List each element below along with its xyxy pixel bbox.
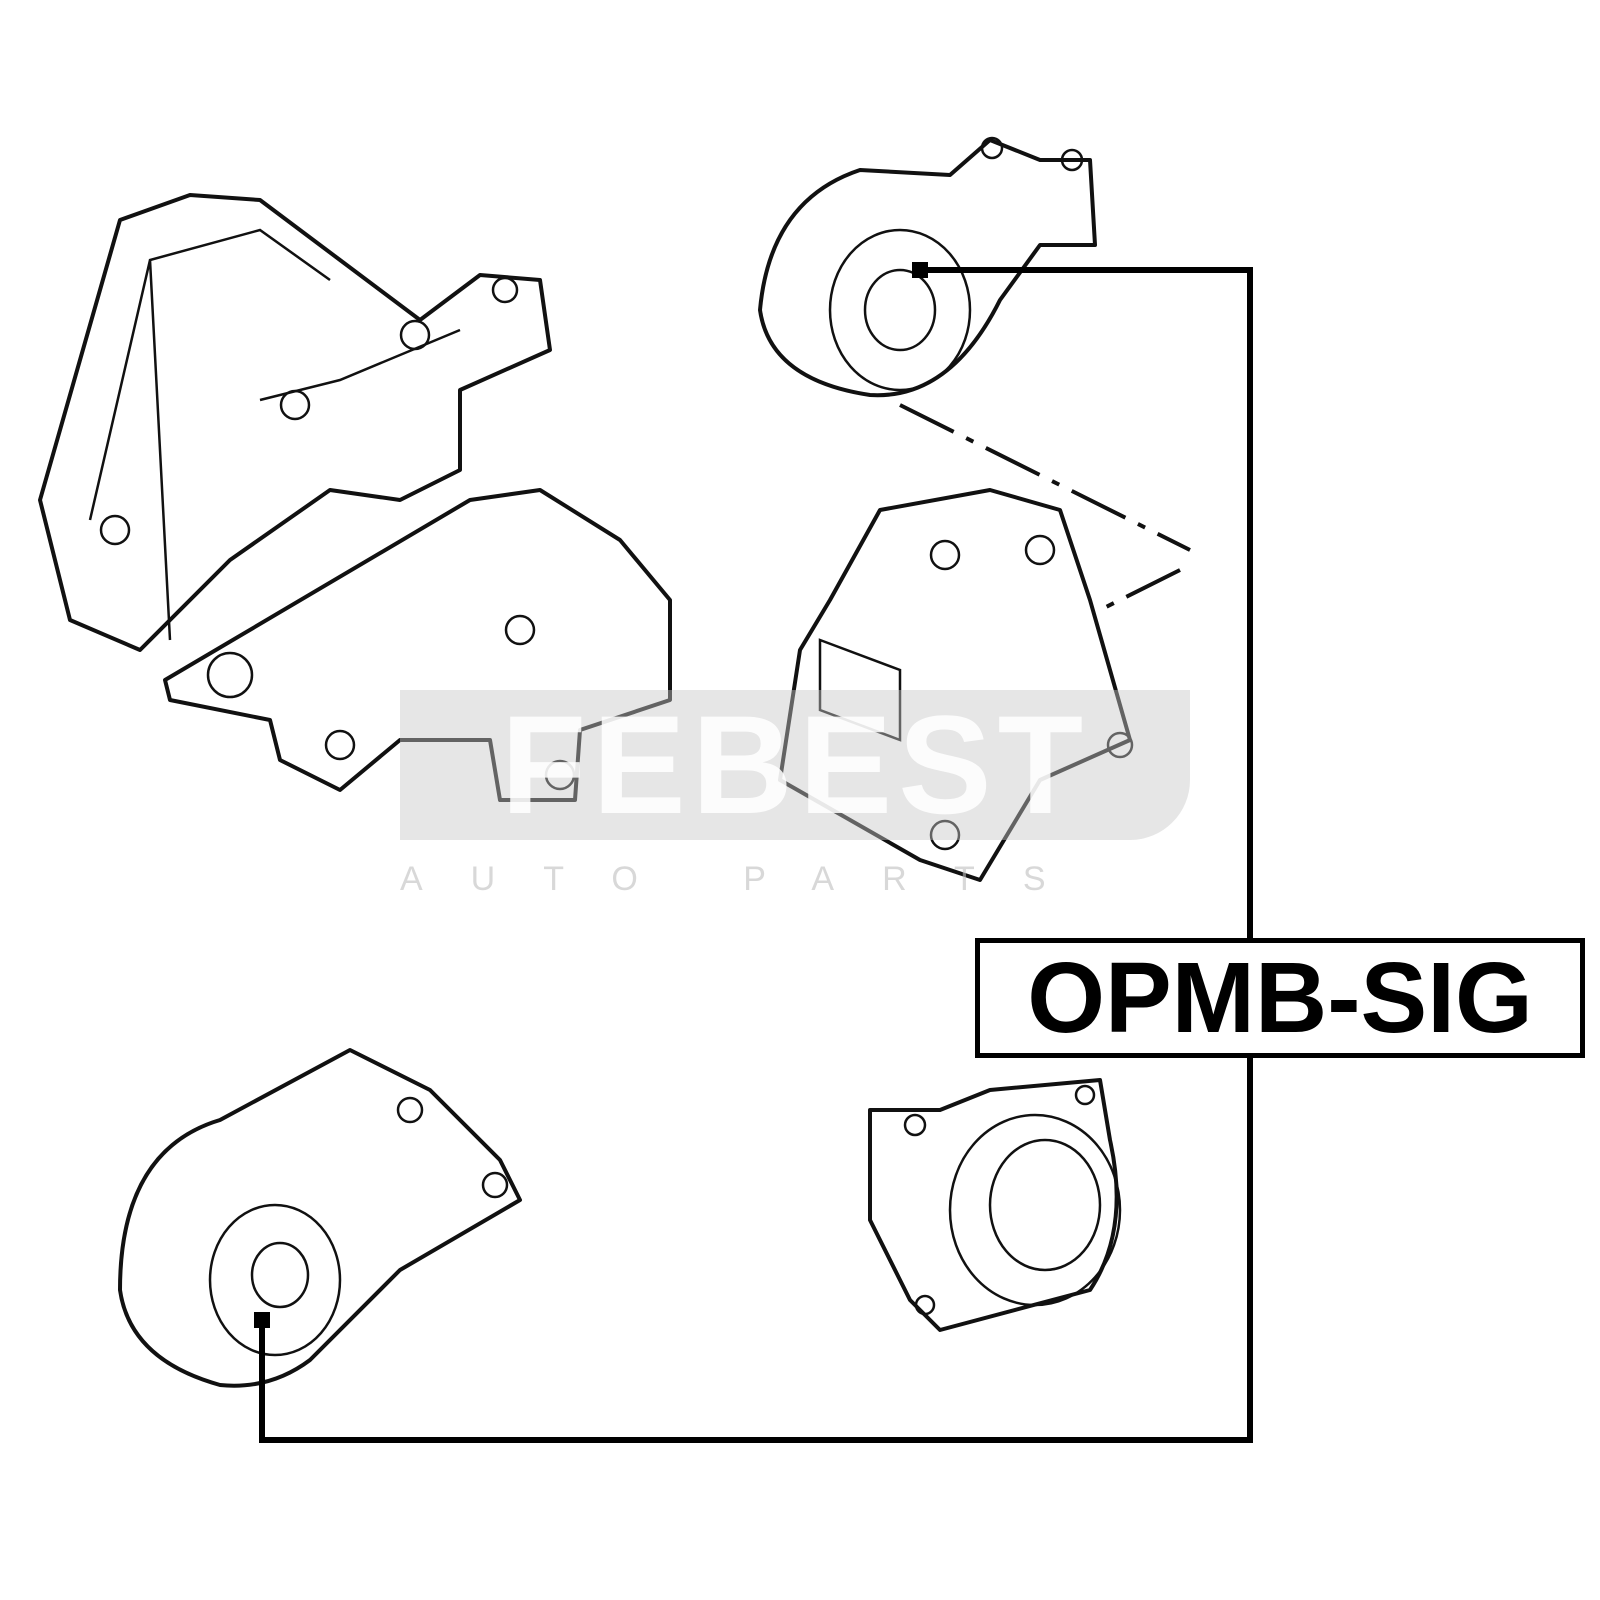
mount-bottom-left: [118, 1048, 522, 1388]
watermark-brand: FEBEST: [400, 686, 1190, 843]
watermark-tagline: AUTO PARTS: [400, 860, 1190, 899]
engine-mount-top-left: [38, 193, 552, 652]
leader-lines: [254, 262, 1253, 1443]
watermark-tagline-text: AUTO PARTS: [400, 860, 1094, 898]
bracket-middle-right: [778, 488, 1134, 882]
bracket-middle-left: [163, 488, 672, 802]
part-number-label: OPMB-SIG: [975, 938, 1585, 1058]
mount-bottom-right: [868, 1078, 1122, 1332]
